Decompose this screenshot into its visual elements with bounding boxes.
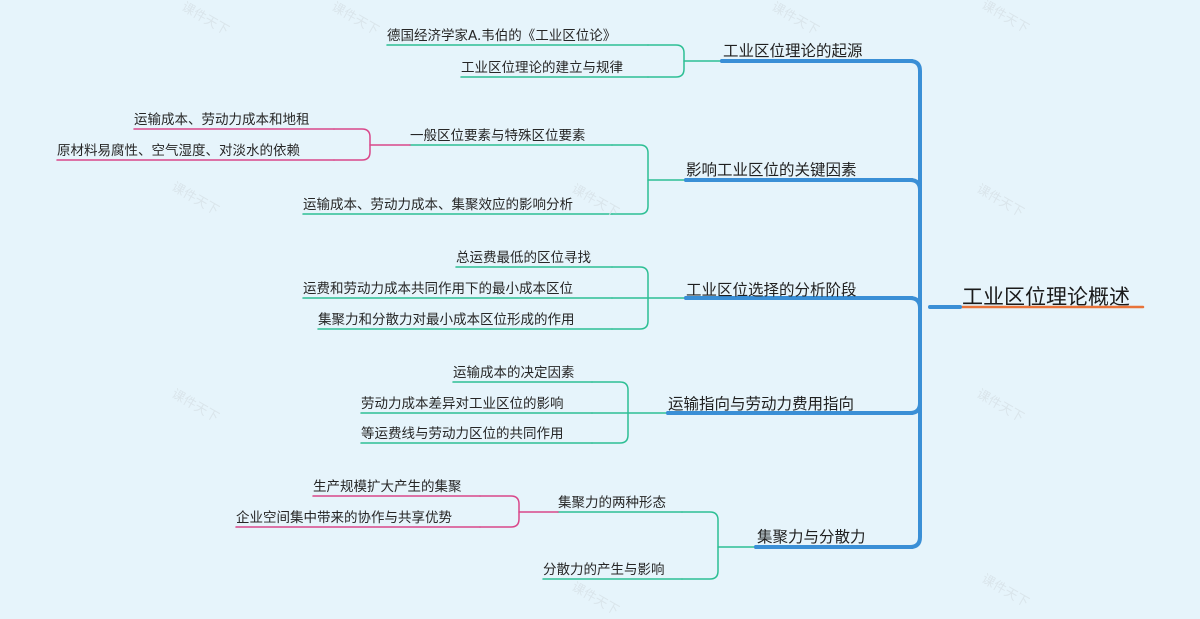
branch-origin[interactable]: 工业区位理论的起源	[723, 42, 863, 60]
leaf-spatial-concentration[interactable]: 企业空间集中带来的协作与共享优势	[236, 510, 452, 526]
branch-agglomeration[interactable]: 集聚力与分散力	[757, 528, 866, 546]
node-cost-analysis[interactable]: 运输成本、劳动力成本、集聚效应的影响分析	[303, 197, 573, 213]
node-agglom-disperse-effect[interactable]: 集聚力和分散力对最小成本区位形成的作用	[318, 312, 575, 328]
sub-connector	[647, 44, 685, 78]
branch-analysis-stages[interactable]: 工业区位选择的分析阶段	[686, 281, 857, 299]
branch-key-factors[interactable]: 影响工业区位的关键因素	[686, 161, 857, 179]
node-isodapane-labor[interactable]: 等运费线与劳动力区位的共同作用	[361, 426, 564, 442]
node-theory-establishment[interactable]: 工业区位理论的建立与规律	[461, 60, 623, 76]
node-min-cost-location[interactable]: 运费和劳动力成本共同作用下的最小成本区位	[303, 281, 573, 297]
node-weber-book[interactable]: 德国经济学家A.韦伯的《工业区位论》	[387, 28, 617, 44]
leaf-connector	[479, 495, 520, 528]
node-labor-cost-difference[interactable]: 劳动力成本差异对工业区位的影响	[361, 396, 564, 412]
leaf-perishability-humidity[interactable]: 原材料易腐性、空气湿度、对淡水的依赖	[57, 143, 300, 159]
leaf-connector	[333, 128, 371, 161]
branch-orientation[interactable]: 运输指向与劳动力费用指向	[668, 395, 855, 413]
root-node[interactable]: 工业区位理论概述	[962, 285, 1130, 309]
main-connector	[754, 305, 922, 549]
node-general-special-factors[interactable]: 一般区位要素与特殊区位要素	[410, 128, 586, 144]
leaf-scale-agglomeration[interactable]: 生产规模扩大产生的集聚	[313, 479, 462, 495]
sub-connector	[681, 511, 719, 580]
node-min-freight[interactable]: 总运费最低的区位寻找	[456, 250, 591, 266]
node-transport-cost-factors[interactable]: 运输成本的决定因素	[453, 365, 575, 381]
node-agglomeration-forms[interactable]: 集聚力的两种形态	[558, 495, 666, 511]
main-connector	[720, 59, 922, 309]
node-dispersion[interactable]: 分散力的产生与影响	[543, 562, 665, 578]
leaf-transport-labor-rent[interactable]: 运输成本、劳动力成本和地租	[134, 112, 310, 128]
